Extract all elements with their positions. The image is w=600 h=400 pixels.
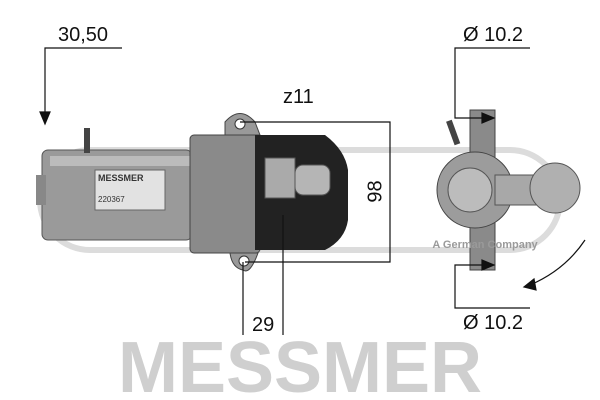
watermark-brand: MESSMER: [118, 328, 482, 400]
starter-side-view: MESSMER 220367: [36, 113, 348, 272]
label-brand: MESSMER: [98, 173, 144, 183]
length-dimension: 30,50: [58, 24, 109, 46]
offset-dimension: 29: [252, 314, 275, 336]
teeth-count-label: z11: [283, 86, 314, 108]
height-dimension: 98: [364, 180, 387, 203]
watermark-tagline: A German Company: [432, 239, 538, 251]
diameter-top-dimension: Ø 10.2: [463, 24, 524, 46]
diameter-bottom-dimension: Ø 10.2: [463, 312, 524, 334]
label-part-number: 220367: [98, 195, 125, 204]
dimension-lines: [39, 47, 586, 335]
